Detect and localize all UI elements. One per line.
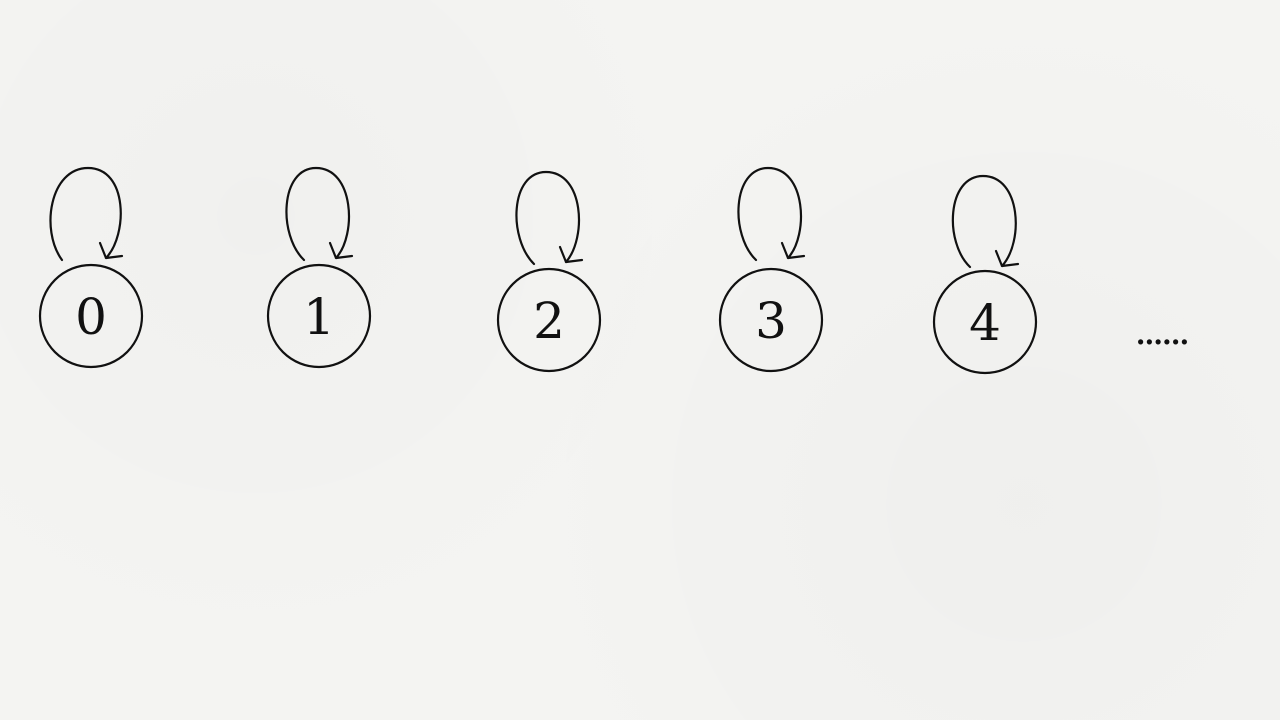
self-loop-arrow-2 <box>515 170 581 266</box>
node-label-3: 3 <box>755 292 787 350</box>
node-circle-0 <box>38 263 144 369</box>
node-circle-4 <box>932 269 1038 375</box>
node-circle-1 <box>266 263 372 369</box>
arrowhead-1 <box>328 241 354 260</box>
continuation-ellipsis: ...... <box>1136 318 1189 351</box>
node-label-0: 0 <box>75 288 107 346</box>
self-loop-arrow-3 <box>737 166 803 262</box>
state-node-1: 1 <box>266 166 372 369</box>
state-node-4: 4 <box>932 174 1038 375</box>
state-node-2: 2 <box>496 170 602 373</box>
node-circle-3 <box>718 267 824 373</box>
node-circle-2 <box>496 267 602 373</box>
node-label-2: 2 <box>533 292 565 350</box>
arrowhead-3 <box>780 241 806 260</box>
state-node-3: 3 <box>718 166 824 373</box>
arrowhead-0 <box>98 241 124 260</box>
self-loop-arrow-0 <box>49 166 122 262</box>
node-label-4: 4 <box>969 294 1001 352</box>
arrowhead-2 <box>558 245 584 264</box>
self-loop-arrow-1 <box>285 166 351 262</box>
node-label-1: 1 <box>303 288 335 346</box>
arrowhead-4 <box>994 249 1020 268</box>
state-node-0: 0 <box>38 166 144 369</box>
self-loop-arrow-4 <box>951 174 1017 269</box>
